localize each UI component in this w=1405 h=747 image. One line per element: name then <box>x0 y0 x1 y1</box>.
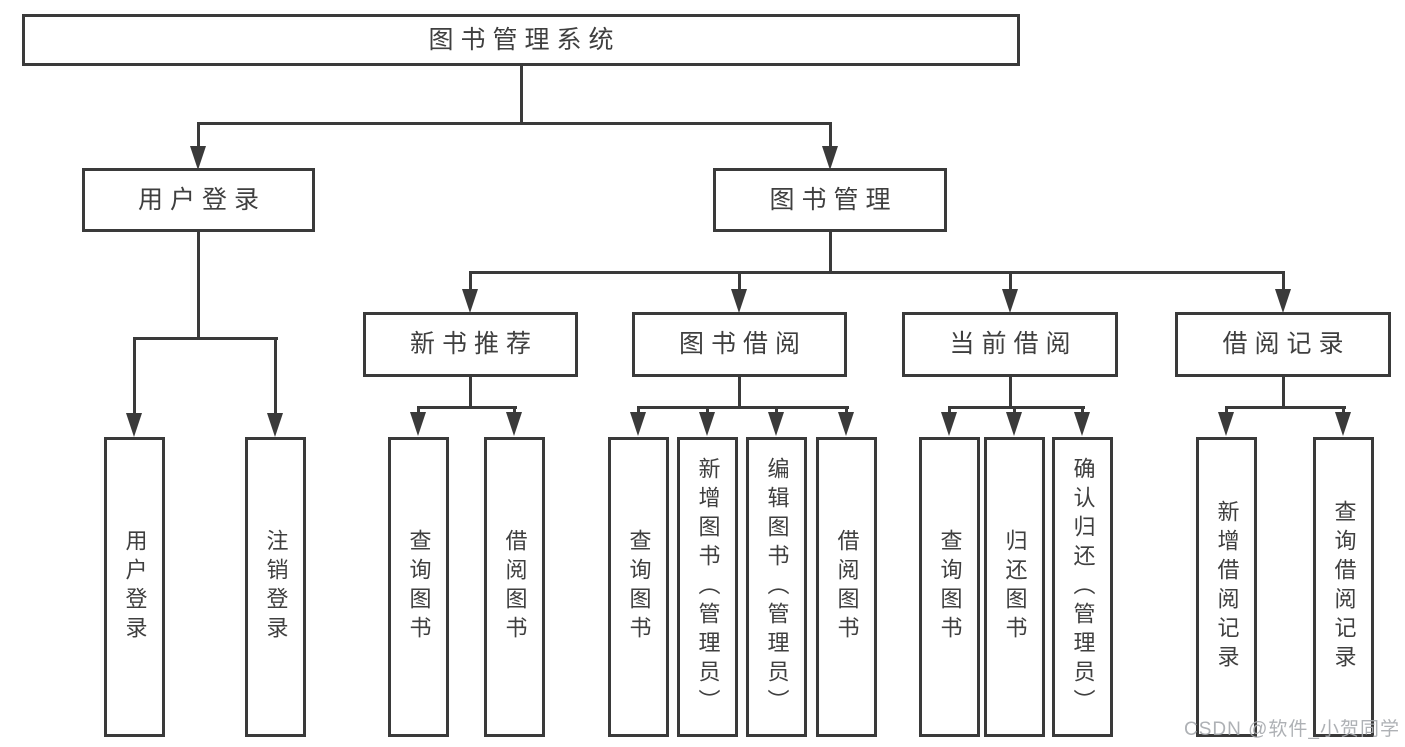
arrow-down-icon <box>126 413 142 437</box>
connector-stem <box>1225 406 1228 416</box>
node-label: 当前借阅 <box>949 330 1078 358</box>
connector-root-horizontal <box>197 122 832 125</box>
connector-stem <box>469 271 472 291</box>
connector-bookmgmt-vertical <box>829 232 832 274</box>
node-label: 借阅图书 <box>834 529 860 645</box>
arrow-down-icon <box>731 289 747 313</box>
node-book-borrow: 图书借阅 <box>632 312 847 377</box>
node-library-management-system: 图书管理系统 <box>22 14 1020 66</box>
connector-current-horizontal <box>948 406 1085 409</box>
node-label: 归还图书 <box>1002 529 1028 645</box>
arrow-down-icon <box>1006 412 1022 436</box>
node-user-login: 用户登录 <box>82 168 315 232</box>
node-current-borrow: 当前借阅 <box>902 312 1118 377</box>
leaf-query-books-recommend: 查询图书 <box>388 437 449 737</box>
connector-stem <box>738 271 741 291</box>
node-label: 图书管理 <box>769 185 898 214</box>
connector-stem <box>513 406 516 416</box>
connector-recommend-horizontal <box>417 406 517 409</box>
connector-stem <box>133 337 136 415</box>
connector-stem <box>948 406 951 416</box>
node-label: 图书管理系统 <box>428 25 621 54</box>
leaf-add-books-admin: 新增图书（管理员） <box>677 437 738 737</box>
node-label: 查询图书 <box>937 529 963 645</box>
arrow-down-icon <box>267 413 283 437</box>
node-new-book-recommend: 新书推荐 <box>363 312 578 377</box>
node-label: 查询图书 <box>406 529 432 645</box>
connector-stem <box>775 406 778 416</box>
watermark: CSDN @软件_小贺同学 <box>1184 719 1400 740</box>
connector-records-horizontal <box>1225 406 1346 409</box>
leaf-query-books-current: 查询图书 <box>919 437 980 737</box>
node-label: 用户登录 <box>137 185 266 214</box>
node-label: 新增借阅记录 <box>1214 500 1240 674</box>
node-label: 编辑图书（管理员） <box>764 456 790 718</box>
connector-stem <box>845 406 848 416</box>
arrow-down-icon <box>462 289 478 313</box>
arrow-down-icon <box>699 412 715 436</box>
arrow-down-icon <box>630 412 646 436</box>
arrow-down-icon <box>1218 412 1234 436</box>
node-label: 查询图书 <box>626 529 652 645</box>
connector-stem <box>274 337 277 415</box>
node-label: 借阅图书 <box>502 529 528 645</box>
connector-userlogin-horizontal <box>133 337 278 340</box>
connector-userlogin-vertical <box>197 232 200 340</box>
arrow-down-icon <box>1275 289 1291 313</box>
leaf-user-login: 用户登录 <box>104 437 165 737</box>
connector-stem <box>417 406 420 416</box>
connector-stem <box>1009 271 1012 291</box>
arrow-down-icon <box>506 412 522 436</box>
node-label: 查询借阅记录 <box>1331 500 1357 674</box>
connector-stem <box>1013 406 1016 416</box>
connector-stem <box>829 122 832 148</box>
arrow-down-icon <box>1074 412 1090 436</box>
node-label: 注销登录 <box>263 529 289 645</box>
connector-borrow-vertical <box>738 377 741 409</box>
connector-recommend-vertical <box>469 377 472 409</box>
leaf-borrow-books-recommend: 借阅图书 <box>484 437 545 737</box>
arrow-down-icon <box>410 412 426 436</box>
leaf-query-books-borrow: 查询图书 <box>608 437 669 737</box>
arrow-down-icon <box>822 146 838 170</box>
node-label: 借阅记录 <box>1222 330 1351 358</box>
connector-records-vertical <box>1282 377 1285 409</box>
node-label: 图书借阅 <box>678 330 807 358</box>
node-borrow-records: 借阅记录 <box>1175 312 1391 377</box>
connector-stem <box>1081 406 1084 416</box>
connector-borrow-horizontal <box>637 406 849 409</box>
arrow-down-icon <box>838 412 854 436</box>
leaf-logout-login: 注销登录 <box>245 437 306 737</box>
arrow-down-icon <box>941 412 957 436</box>
node-label: 新增图书（管理员） <box>695 456 721 718</box>
connector-level2-horizontal <box>469 271 1285 274</box>
arrow-down-icon <box>768 412 784 436</box>
connector-root-vertical <box>520 66 523 125</box>
connector-stem <box>637 406 640 416</box>
connector-stem <box>197 122 200 148</box>
arrow-down-icon <box>1002 289 1018 313</box>
connector-stem <box>706 406 709 416</box>
leaf-borrow-books: 借阅图书 <box>816 437 877 737</box>
leaf-edit-books-admin: 编辑图书（管理员） <box>746 437 807 737</box>
node-label: 用户登录 <box>122 529 148 645</box>
connector-stem <box>1342 406 1345 416</box>
arrow-down-icon <box>1335 412 1351 436</box>
arrow-down-icon <box>190 146 206 170</box>
node-label: 新书推荐 <box>409 330 538 358</box>
connector-current-vertical <box>1009 377 1012 409</box>
leaf-return-books: 归还图书 <box>984 437 1045 737</box>
node-label: 确认归还（管理员） <box>1070 456 1096 718</box>
node-book-management: 图书管理 <box>713 168 947 232</box>
leaf-confirm-return-admin: 确认归还（管理员） <box>1052 437 1113 737</box>
leaf-query-borrow-record: 查询借阅记录 <box>1313 437 1374 737</box>
connector-stem <box>1282 271 1285 291</box>
leaf-add-borrow-record: 新增借阅记录 <box>1196 437 1257 737</box>
